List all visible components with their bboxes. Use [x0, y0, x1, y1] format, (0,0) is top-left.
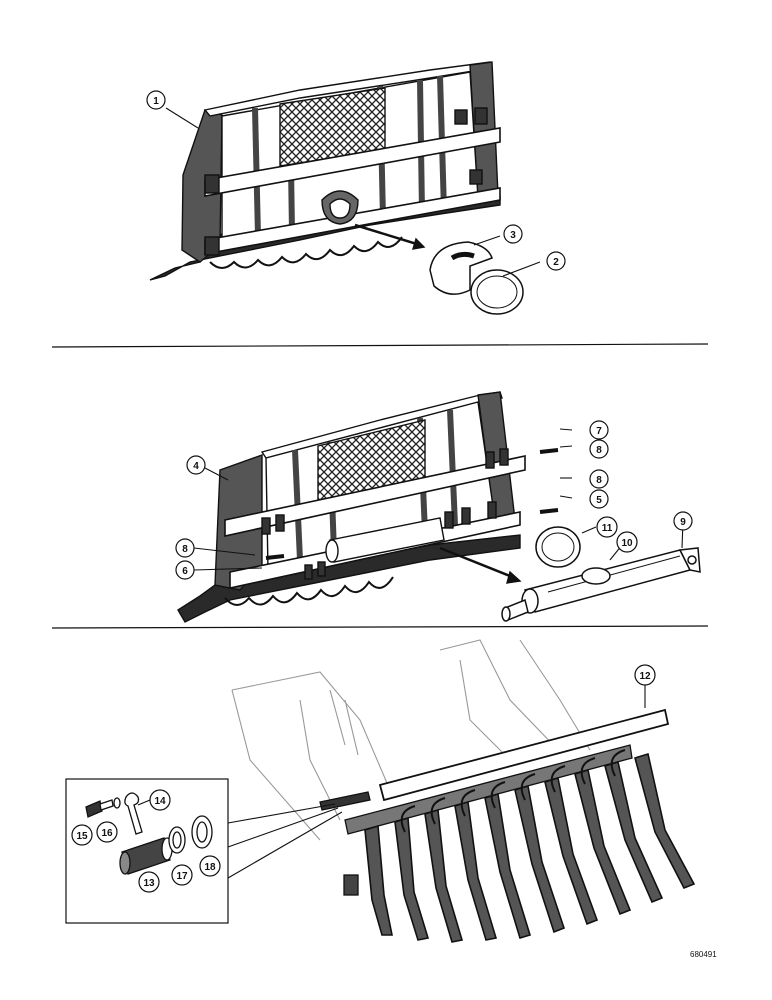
callout-8b: 8	[589, 469, 609, 489]
guard-scallops	[209, 236, 403, 269]
callout-label: 2	[553, 257, 559, 268]
callout-16: 16	[96, 821, 118, 843]
bolt-15	[85, 800, 103, 818]
brush-guard-assembly	[149, 61, 501, 281]
callout-label: 7	[596, 426, 602, 437]
callout-8a: 8	[589, 439, 609, 459]
ring-10	[581, 567, 611, 585]
cylinder-seals	[535, 526, 611, 585]
hyd-guard-upper-crossbar	[224, 455, 526, 537]
callout-14: 14	[149, 789, 171, 811]
callout-label: 9	[680, 517, 686, 528]
rake-top-bar	[378, 708, 670, 802]
detail-leaders	[227, 803, 343, 879]
callout-12: 12	[634, 664, 656, 686]
callout-10: 10	[616, 531, 638, 553]
callout-18: 18	[199, 855, 221, 877]
bushing-half-3	[429, 241, 493, 295]
guard-left-plate	[181, 109, 223, 263]
lockwasher-16	[113, 797, 121, 809]
callout-label: 14	[154, 796, 166, 807]
callout-label: 4	[193, 461, 199, 472]
bushing-ring-2	[470, 269, 524, 315]
callout-label: 15	[76, 831, 88, 842]
guard-bushings	[429, 241, 524, 315]
callout-label: 12	[639, 671, 651, 682]
callout-label: 13	[143, 878, 155, 889]
rake-assembly	[231, 639, 696, 943]
figure-code: 680491	[690, 950, 717, 959]
callout-label: 5	[596, 495, 602, 506]
hyd-guard-scallops	[224, 576, 394, 606]
pin-upper	[539, 448, 559, 454]
detail-inset	[65, 778, 343, 924]
callout-8c: 8	[175, 538, 195, 558]
rake-mount-pin	[319, 791, 371, 811]
section-divider	[51, 625, 709, 629]
callout-6: 6	[175, 560, 195, 580]
callout-15: 15	[71, 824, 93, 846]
eyebolt-14	[124, 792, 143, 835]
ring-17	[168, 826, 186, 854]
callout-5: 5	[589, 489, 609, 509]
callout-label: 10	[621, 538, 633, 549]
hydraulic-cylinder	[501, 547, 701, 622]
callout-label: 3	[510, 230, 516, 241]
guard-arrow	[354, 223, 421, 247]
callout-2: 2	[546, 251, 566, 271]
pin-lower	[539, 508, 559, 514]
callout-label: 18	[204, 862, 216, 873]
callout-11: 11	[596, 516, 618, 538]
pin-left	[265, 554, 285, 560]
callout-label: 8	[182, 544, 188, 555]
callout-label: 17	[176, 871, 188, 882]
callout-4: 4	[186, 455, 206, 475]
callout-3: 3	[503, 224, 523, 244]
callout-label: 6	[182, 566, 188, 577]
callout-label: 1	[153, 96, 159, 107]
callout-1: 1	[146, 90, 166, 110]
callout-label: 8	[596, 475, 602, 486]
callout-7: 7	[589, 420, 609, 440]
hyd-guard-lower-edge	[177, 534, 521, 623]
callout-9: 9	[673, 511, 693, 531]
hydraulic-guard-assembly	[177, 391, 559, 623]
callout-label: 16	[101, 828, 113, 839]
rake-tines	[364, 752, 696, 943]
rake-end-block	[343, 874, 359, 896]
cylinder-arrow	[439, 546, 516, 580]
callout-label: 8	[596, 445, 602, 456]
rake-tine-hooks	[400, 749, 626, 833]
callout-13: 13	[138, 871, 160, 893]
callout-17: 17	[171, 864, 193, 886]
collar-18	[191, 815, 213, 849]
section-divider	[51, 343, 709, 348]
callout-label: 11	[602, 523, 613, 534]
